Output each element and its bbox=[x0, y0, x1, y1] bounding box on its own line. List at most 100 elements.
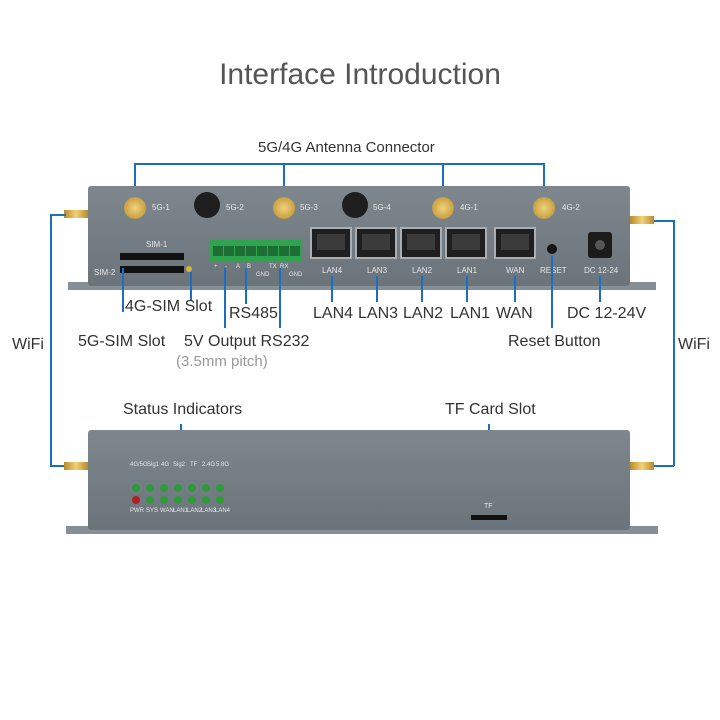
terminal-screw-icon bbox=[268, 246, 278, 256]
dc-jack-pin-icon bbox=[595, 240, 605, 250]
antenna-cap-icon bbox=[194, 192, 220, 218]
antenna-line bbox=[283, 163, 285, 193]
terminal-pin-label: - bbox=[225, 264, 227, 270]
lan2-port[interactable] bbox=[400, 227, 442, 259]
antenna-line bbox=[442, 163, 444, 193]
antenna-connector-icon bbox=[533, 197, 555, 219]
status-led bbox=[146, 496, 154, 504]
lan2-callout: LAN2 bbox=[403, 305, 444, 322]
port-label: WAN bbox=[506, 266, 525, 275]
indicator-label: 5.8G bbox=[216, 462, 230, 468]
wifi-line bbox=[654, 465, 674, 467]
dc-callout: DC 12-24V bbox=[567, 305, 647, 322]
lan1-callout: LAN1 bbox=[450, 305, 491, 322]
wifi-line bbox=[654, 220, 674, 222]
status-led bbox=[146, 484, 154, 492]
antenna-connector-icon bbox=[124, 197, 146, 219]
terminal-pin-label: A bbox=[236, 264, 241, 270]
terminal-pin-label: + bbox=[214, 264, 218, 270]
indicator-label: 4G/5G bbox=[130, 462, 148, 468]
wifi-line bbox=[50, 214, 52, 466]
sim2-label: SIM-2 bbox=[94, 268, 116, 277]
callout-line bbox=[466, 276, 468, 302]
antenna-line bbox=[543, 163, 545, 193]
reset-label: RESET bbox=[540, 266, 567, 275]
rs485-callout: RS485 bbox=[229, 305, 278, 322]
antenna-label: 5G-4 bbox=[373, 203, 391, 212]
callout-line bbox=[190, 272, 192, 300]
sim4g-callout: 4G-SIM Slot bbox=[125, 298, 213, 315]
status-indicators-label: Status Indicators bbox=[123, 401, 243, 418]
callout-line bbox=[331, 276, 333, 302]
output-callout: 5V Output RS232 bbox=[184, 333, 310, 350]
port-label: LAN3 bbox=[367, 266, 388, 275]
terminal-block[interactable] bbox=[210, 240, 302, 262]
callout-line bbox=[376, 276, 378, 302]
status-led bbox=[174, 496, 182, 504]
wan-callout: WAN bbox=[496, 305, 533, 322]
indicator-label: SYS bbox=[146, 508, 159, 514]
back-flange bbox=[66, 526, 658, 534]
lan4-port[interactable] bbox=[310, 227, 352, 259]
front-flange bbox=[68, 282, 656, 290]
callout-line bbox=[122, 268, 124, 312]
wifi-line bbox=[50, 465, 66, 467]
antenna-line bbox=[134, 163, 136, 193]
reset-button[interactable] bbox=[547, 244, 557, 254]
wifi-antenna-icon bbox=[630, 216, 654, 224]
dc-label: DC 12-24 bbox=[584, 266, 619, 275]
wifi-right-label: WiFi bbox=[678, 336, 710, 353]
indicator-label: LAN4 bbox=[215, 508, 231, 514]
callout-line bbox=[514, 276, 516, 302]
indicator-label: Sig2 bbox=[173, 462, 186, 468]
status-led bbox=[216, 484, 224, 492]
indicator-label: LAN1 bbox=[173, 508, 189, 514]
indicator-label: 4G bbox=[161, 462, 170, 468]
terminal-screw-icon bbox=[279, 246, 289, 256]
terminal-pin-label: GND bbox=[289, 272, 303, 278]
terminal-pin-label: RX bbox=[280, 264, 289, 270]
sim2-slot[interactable] bbox=[120, 266, 184, 273]
antenna-bracket-line bbox=[134, 163, 545, 165]
indicator-label: 2.4G bbox=[202, 462, 216, 468]
callout-line bbox=[245, 268, 247, 304]
wifi-line bbox=[673, 220, 675, 466]
page-title: Interface Introduction bbox=[219, 58, 501, 91]
tf-slot-label: TF bbox=[484, 503, 493, 510]
terminal-screw-icon bbox=[257, 246, 267, 256]
terminal-pin-label: B bbox=[247, 264, 252, 270]
callout-line bbox=[551, 256, 553, 328]
antenna-label: 4G-2 bbox=[562, 203, 580, 212]
wifi-line bbox=[50, 214, 66, 216]
port-label: LAN1 bbox=[457, 266, 478, 275]
status-led bbox=[188, 496, 196, 504]
antenna-label: 5G-3 bbox=[300, 203, 318, 212]
sim1-label: SIM-1 bbox=[146, 240, 168, 249]
status-led bbox=[160, 496, 168, 504]
callout-line bbox=[279, 268, 281, 328]
antenna-label: 5G-1 bbox=[152, 203, 170, 212]
lan1-port[interactable] bbox=[445, 227, 487, 259]
lan4-callout: LAN4 bbox=[313, 305, 354, 322]
status-led bbox=[188, 484, 196, 492]
status-led bbox=[174, 484, 182, 492]
sim1-slot[interactable] bbox=[120, 253, 184, 260]
terminal-screw-icon bbox=[246, 246, 256, 256]
terminal-screw-icon bbox=[224, 246, 234, 256]
terminal-pin-label: TX bbox=[269, 264, 277, 270]
power-led bbox=[132, 496, 140, 504]
indicator-label: WAN bbox=[160, 508, 174, 514]
sim-eject-icon bbox=[186, 266, 192, 272]
pitch-note: (3.5mm pitch) bbox=[176, 353, 268, 370]
lan3-port[interactable] bbox=[355, 227, 397, 259]
indicator-label: PWR bbox=[130, 508, 144, 514]
status-led bbox=[202, 496, 210, 504]
callout-line bbox=[599, 276, 601, 302]
wan-port[interactable] bbox=[494, 227, 536, 259]
antenna-connector-icon bbox=[432, 197, 454, 219]
reset-callout: Reset Button bbox=[508, 333, 601, 350]
callout-line bbox=[224, 268, 226, 328]
port-label: LAN2 bbox=[412, 266, 433, 275]
tf-card-slot[interactable] bbox=[471, 515, 507, 520]
wifi-left-label: WiFi bbox=[10, 336, 46, 354]
